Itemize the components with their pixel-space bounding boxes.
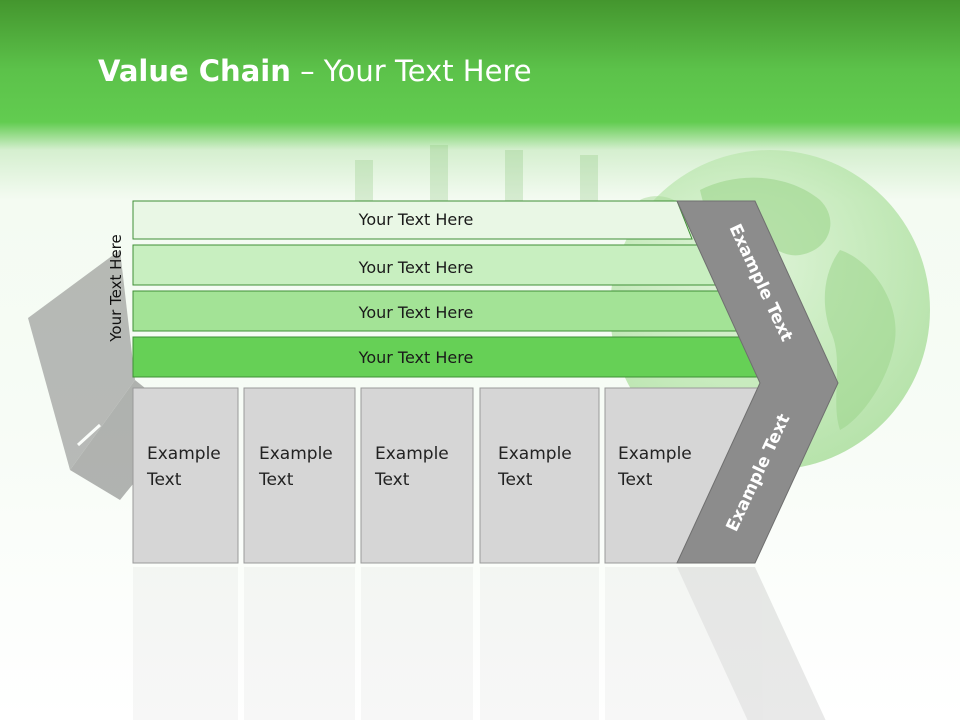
bar-2-label: Your Text Here	[358, 258, 474, 277]
column-group: Example Text Example Text Example Text E…	[132, 387, 761, 564]
column-2-line1: Example	[259, 444, 333, 464]
column-4-line2: Text	[497, 470, 533, 490]
reflection	[133, 567, 826, 720]
column-3-line2: Text	[374, 470, 410, 490]
bar-graph-illustration	[355, 145, 598, 210]
page-title: Value Chain – Your Text Here	[98, 54, 532, 88]
title-rest: – Your Text Here	[290, 54, 532, 88]
column-4-line1: Example	[498, 444, 572, 464]
column-1-line1: Example	[147, 444, 221, 464]
title-bold: Value Chain	[98, 54, 291, 88]
column-3-line1: Example	[375, 444, 449, 464]
bar-1[interactable]	[132, 200, 693, 240]
column-3[interactable]	[360, 387, 474, 564]
bar-group: Your Text Here Your Text Here Your Text …	[132, 200, 764, 378]
column-5-line2: Text	[617, 470, 653, 490]
bar-1-label: Your Text Here	[358, 210, 474, 229]
column-5-line1: Example	[618, 444, 692, 464]
column-1[interactable]	[132, 387, 239, 564]
column-4[interactable]	[479, 387, 600, 564]
column-1-line2: Text	[146, 470, 182, 490]
bar-3-label: Your Text Here	[358, 303, 474, 322]
side-label: Your Text Here	[107, 234, 125, 342]
column-2[interactable]	[243, 387, 356, 564]
margin-chevron[interactable]	[676, 200, 839, 564]
bar-4-label: Your Text Here	[358, 348, 474, 367]
column-2-line2: Text	[258, 470, 294, 490]
